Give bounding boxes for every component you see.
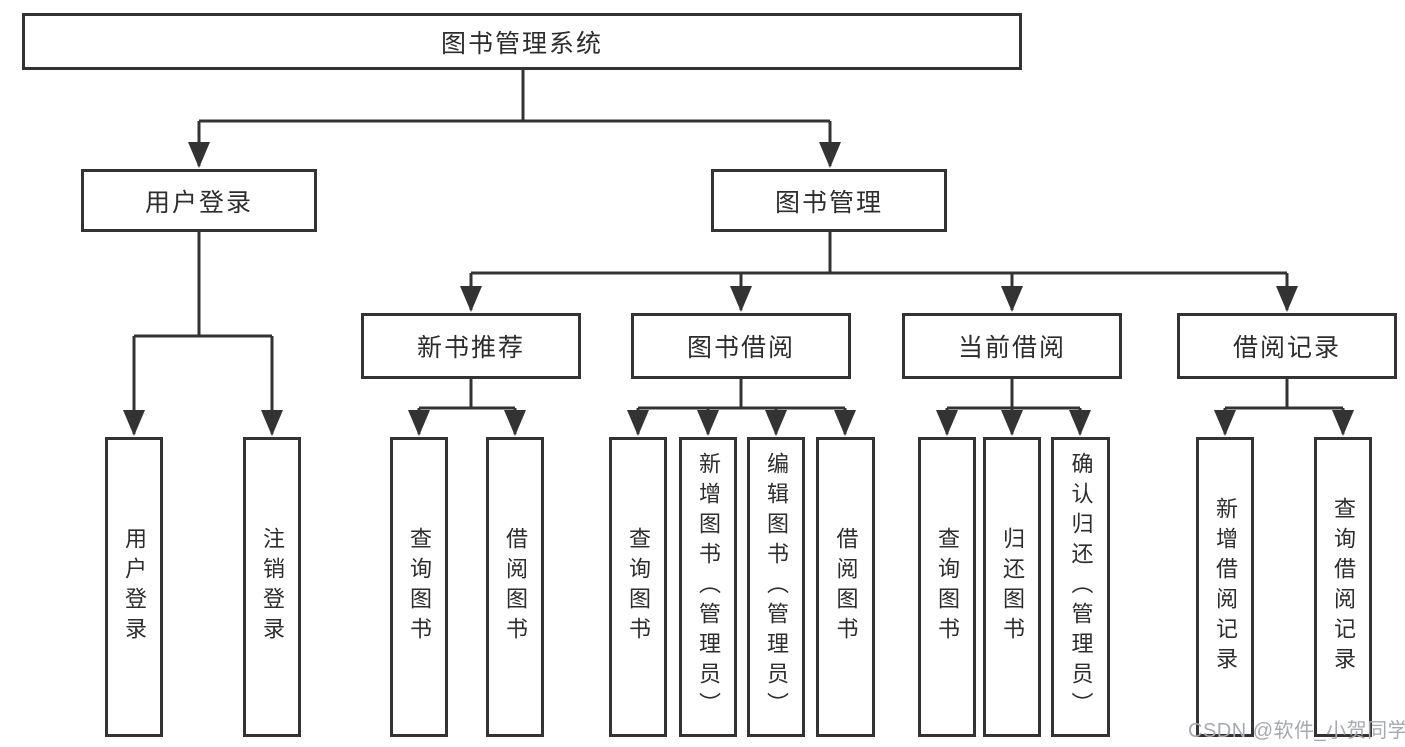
leaf-add-book-admin-label: 新增图书（管理员） bbox=[696, 452, 721, 722]
leaf-logout-label: 注销登录 bbox=[260, 527, 285, 647]
leaf-confirm-return-admin: 确认归还（管理员） bbox=[1051, 437, 1110, 737]
node-current-borrowing-label: 当前借阅 bbox=[957, 334, 1066, 362]
leaf-return-books-label: 归还图书 bbox=[1000, 527, 1025, 647]
node-borrow-records: 借阅记录 bbox=[1177, 313, 1397, 379]
leaf-borrow-books-recommend-label: 借阅图书 bbox=[503, 527, 528, 647]
leaf-query-books-recommend: 查询图书 bbox=[390, 437, 448, 737]
node-user-login-label: 用户登录 bbox=[144, 188, 253, 217]
node-root: 图书管理系统 bbox=[22, 13, 1022, 70]
node-root-label: 图书管理系统 bbox=[440, 29, 603, 58]
leaf-query-books-current: 查询图书 bbox=[918, 437, 976, 737]
node-new-book-recommend-label: 新书推荐 bbox=[416, 334, 525, 362]
leaf-query-borrow-record-label: 查询借阅记录 bbox=[1331, 497, 1356, 677]
leaf-query-books-borrowing: 查询图书 bbox=[609, 437, 667, 737]
leaf-query-books-borrowing-label: 查询图书 bbox=[626, 527, 651, 647]
leaf-confirm-return-admin-label: 确认归还（管理员） bbox=[1068, 452, 1094, 722]
leaf-query-books-recommend-label: 查询图书 bbox=[407, 527, 432, 647]
leaf-borrow-books-recommend: 借阅图书 bbox=[486, 437, 544, 737]
node-user-login: 用户登录 bbox=[81, 169, 317, 232]
node-book-management-label: 图书管理 bbox=[774, 188, 883, 217]
node-book-borrowing: 图书借阅 bbox=[631, 313, 851, 379]
node-borrow-records-label: 借阅记录 bbox=[1232, 334, 1341, 362]
leaf-add-borrow-record: 新增借阅记录 bbox=[1196, 437, 1254, 737]
leaf-add-borrow-record-label: 新增借阅记录 bbox=[1213, 497, 1238, 677]
leaf-user-login: 用户登录 bbox=[105, 437, 163, 737]
leaf-return-books: 归还图书 bbox=[983, 437, 1041, 737]
node-new-book-recommend: 新书推荐 bbox=[361, 313, 581, 379]
leaf-query-books-current-label: 查询图书 bbox=[935, 527, 960, 647]
leaf-borrow-books: 借阅图书 bbox=[816, 437, 875, 737]
node-book-borrowing-label: 图书借阅 bbox=[686, 334, 795, 362]
csdn-watermark: CSDN @软件_小贺同学 bbox=[1188, 720, 1405, 742]
leaf-edit-book-admin: 编辑图书（管理员） bbox=[747, 437, 805, 737]
node-book-management: 图书管理 bbox=[711, 169, 947, 232]
leaf-user-login-label: 用户登录 bbox=[122, 527, 147, 647]
leaf-edit-book-admin-label: 编辑图书（管理员） bbox=[764, 452, 789, 722]
leaf-logout: 注销登录 bbox=[243, 437, 301, 737]
leaf-query-borrow-record: 查询借阅记录 bbox=[1314, 437, 1372, 737]
leaf-borrow-books-label: 借阅图书 bbox=[833, 527, 859, 647]
node-current-borrowing: 当前借阅 bbox=[902, 313, 1122, 379]
leaf-add-book-admin: 新增图书（管理员） bbox=[679, 437, 737, 737]
